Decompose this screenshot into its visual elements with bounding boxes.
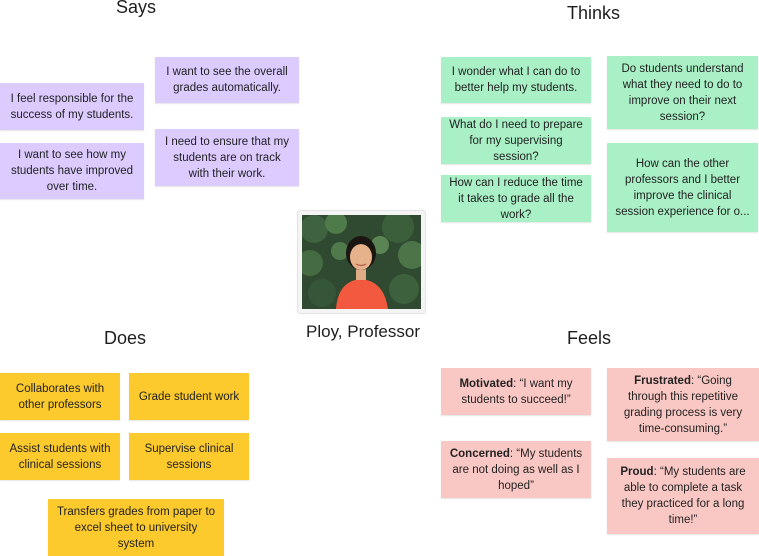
does-note[interactable]: Transfers grades from paper to excel she… — [48, 499, 224, 556]
emotion-quote: : “I want my students to succeed!” — [461, 377, 573, 406]
note-text: Grade student work — [138, 390, 240, 403]
does-heading: Does — [104, 328, 147, 348]
note-text: Collaborates with other professors — [15, 382, 105, 411]
feels-note[interactable]: Proud: “My students are able to complete… — [607, 458, 759, 534]
emotion-quote: : “My students are able to complete a ta… — [621, 466, 746, 526]
says-note[interactable]: I feel responsible for the success of my… — [0, 83, 144, 130]
does-note[interactable]: Grade student work — [129, 373, 249, 420]
thinks-note[interactable]: How can the other professors and I bette… — [607, 143, 758, 232]
note-text: How can I reduce the time it takes to gr… — [449, 176, 583, 221]
note-text: I feel responsible for the success of my… — [10, 92, 134, 121]
thinks-heading: Thinks — [567, 3, 621, 23]
note-text: Proud: “My students are able to complete… — [614, 464, 752, 528]
feels-note[interactable]: Frustrated: “Going through this repetiti… — [607, 368, 759, 441]
thinks-note[interactable]: Do students understand what they need to… — [607, 56, 758, 129]
note-text: Supervise clinical sessions — [144, 442, 234, 471]
says-note[interactable]: I want to see how my students have impro… — [0, 143, 144, 199]
feels-note[interactable]: Motivated: “I want my students to succee… — [441, 368, 591, 415]
note-text: Transfers grades from paper to excel she… — [56, 505, 216, 550]
emotion-label: Proud — [620, 466, 654, 478]
thinks-note[interactable]: I wonder what I can do to better help my… — [441, 57, 591, 103]
feels-heading: Feels — [567, 328, 612, 348]
does-note[interactable]: Collaborates with other professors — [0, 373, 120, 420]
note-text: Frustrated: “Going through this repetiti… — [614, 373, 752, 437]
persona-photo — [297, 210, 426, 314]
note-text: Concerned: “My students are not doing as… — [448, 446, 584, 494]
thinks-note[interactable]: What do I need to prepare for my supervi… — [441, 117, 591, 164]
emotion-label: Concerned — [449, 447, 510, 460]
does-note[interactable]: Supervise clinical sessions — [129, 433, 249, 480]
emotion-label: Frustrated — [634, 374, 691, 387]
says-heading: Says — [116, 0, 157, 17]
note-text: Do students understand what they need to… — [621, 62, 744, 123]
emotion-quote: : “My students are not doing as well as … — [452, 447, 583, 492]
note-text: Motivated: “I want my students to succee… — [448, 376, 584, 408]
emotion-label: Motivated — [459, 377, 514, 390]
note-text: I want to see how my students have impro… — [10, 149, 134, 193]
note-text: I want to see the overall grades automat… — [166, 66, 288, 94]
note-text: What do I need to prepare for my supervi… — [449, 118, 583, 163]
says-note[interactable]: I want to see the overall grades automat… — [155, 57, 299, 103]
note-text: I wonder what I can do to better help my… — [451, 66, 581, 94]
does-note[interactable]: Assist students with clinical sessions — [0, 433, 120, 480]
persona-caption: Ploy, Professor — [306, 322, 421, 341]
thinks-note[interactable]: How can I reduce the time it takes to gr… — [441, 175, 591, 222]
note-text: Assist students with clinical sessions — [9, 442, 111, 471]
says-note[interactable]: I need to ensure that my students are on… — [155, 129, 299, 186]
emotion-quote: : “Going through this repetitive grading… — [623, 374, 743, 435]
note-text: How can the other professors and I bette… — [615, 157, 750, 218]
feels-note[interactable]: Concerned: “My students are not doing as… — [441, 441, 591, 498]
portrait-photo-icon — [302, 215, 421, 309]
note-text: I need to ensure that my students are on… — [164, 135, 290, 180]
